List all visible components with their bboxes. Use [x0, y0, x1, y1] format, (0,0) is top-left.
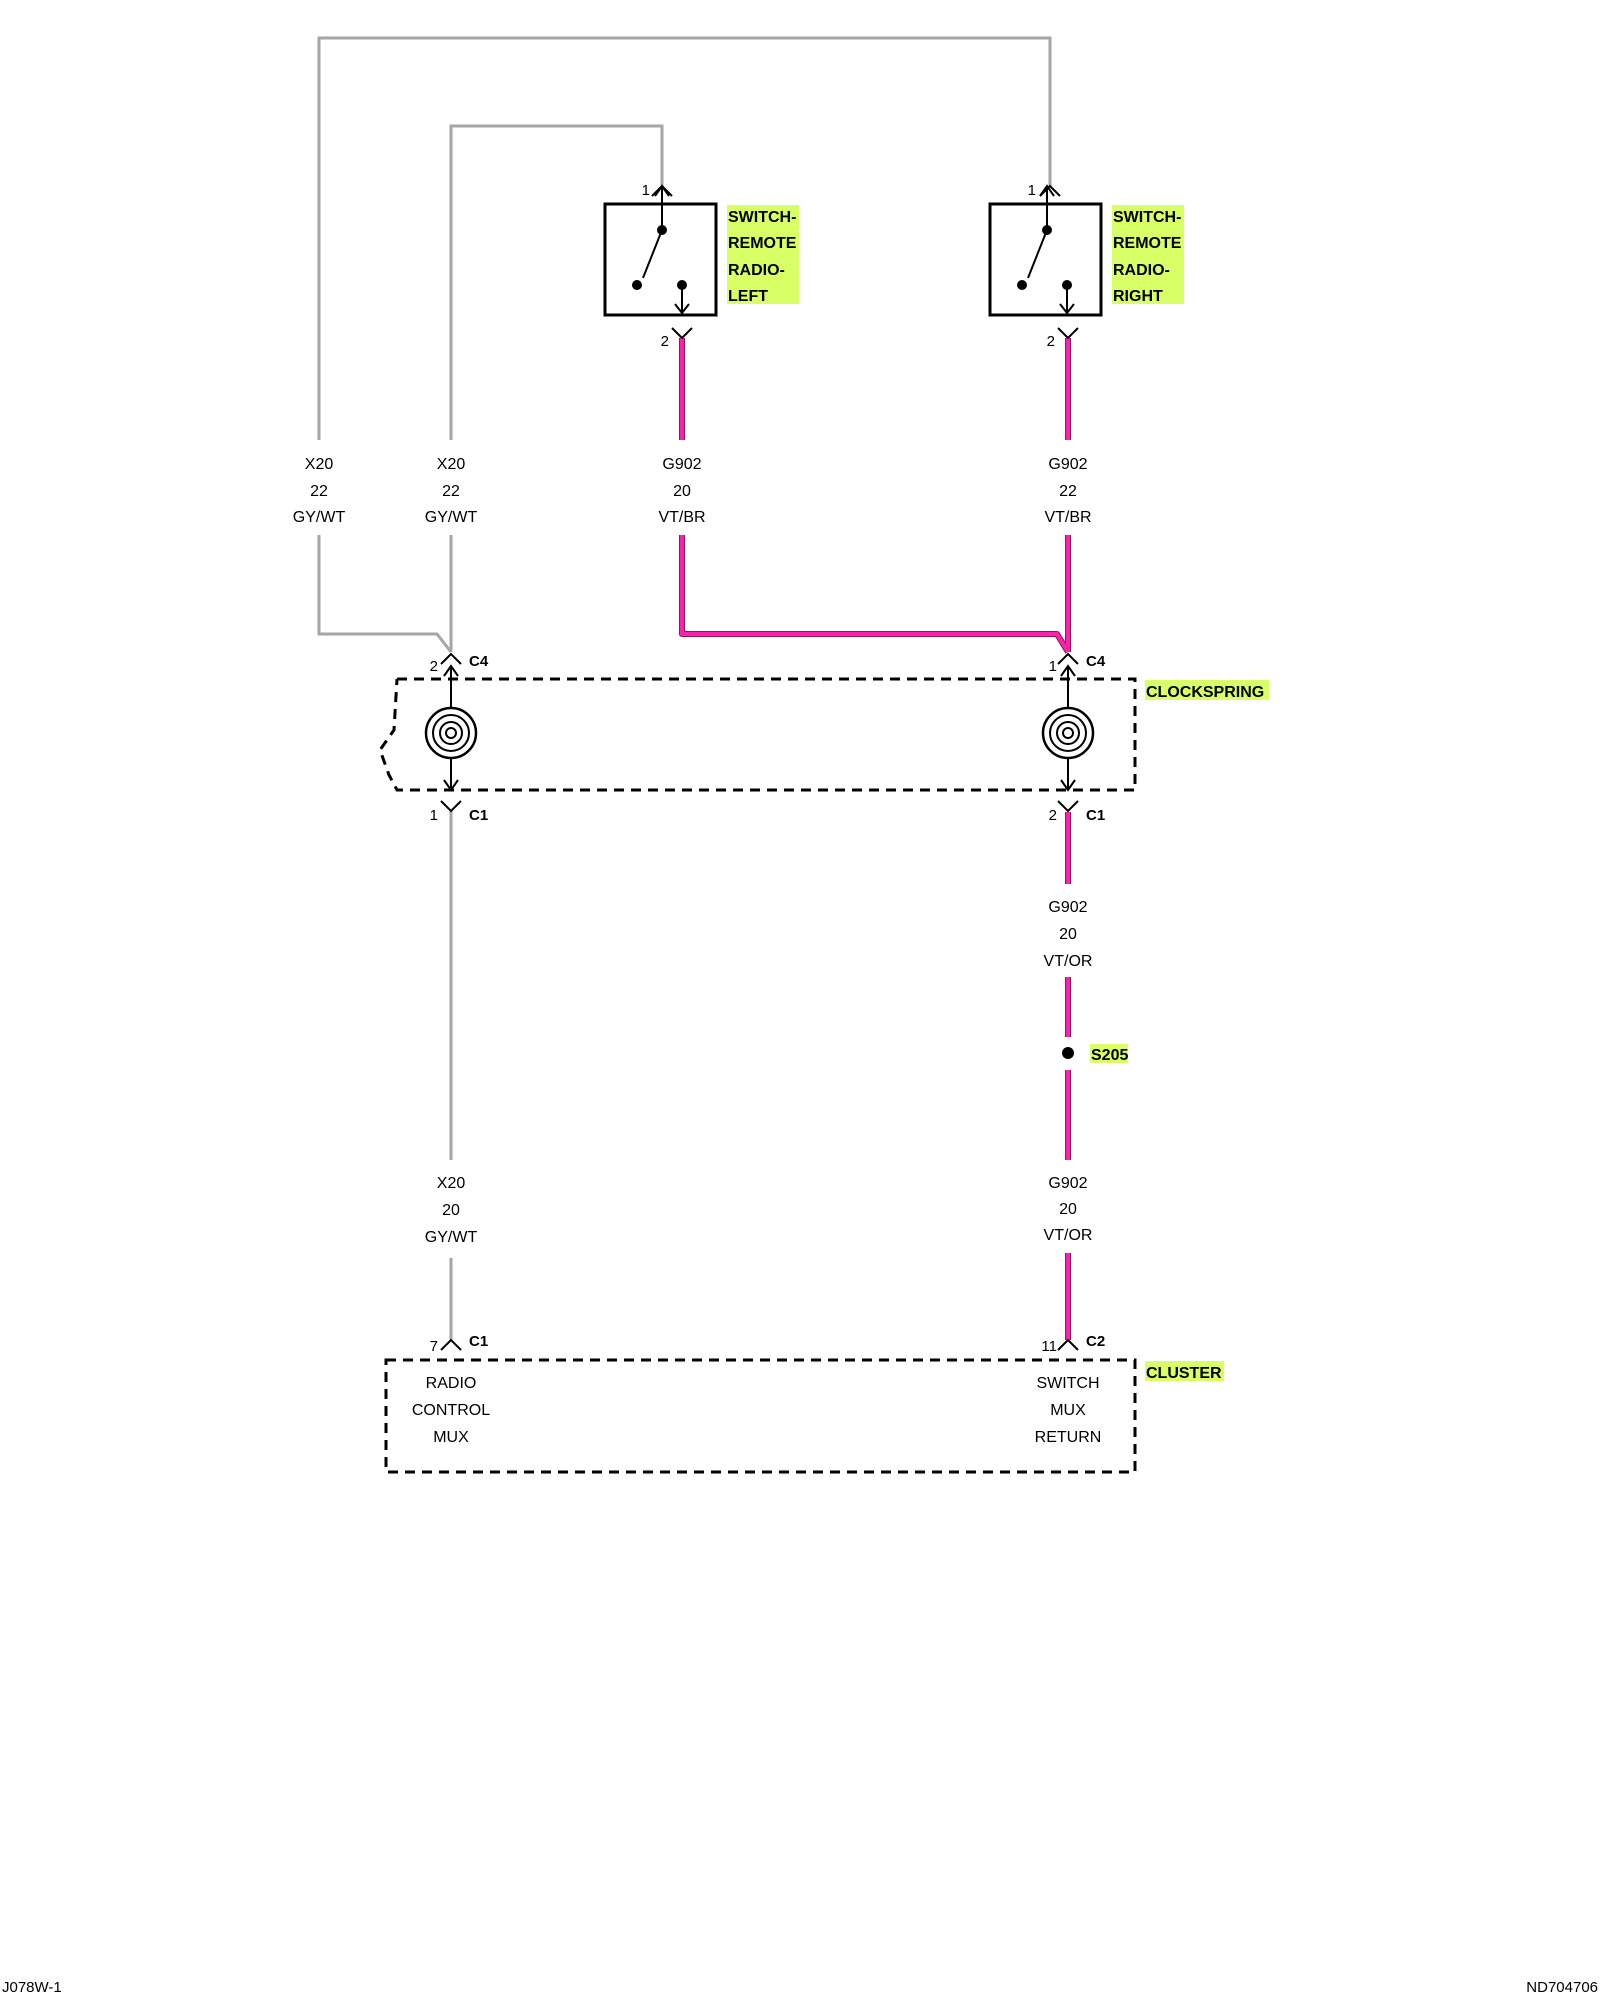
wire-label-circuit: X20 [437, 1175, 466, 1192]
cluster-right-function-line2: MUX [1050, 1402, 1086, 1419]
switch-left-label-line4: LEFT [728, 288, 768, 305]
switch-left-pin-top: 1 [642, 182, 650, 199]
wire-g902-left-lower [680, 535, 1070, 654]
clockspring-left-top-conn: C4 [469, 653, 489, 670]
switch-right-pin2-connector [1057, 327, 1079, 340]
cluster-left-conn: C1 [469, 1333, 488, 1350]
switch-left-label-line1: SWITCH- [728, 209, 796, 226]
switch-right-pin-top: 1 [1028, 182, 1036, 199]
wire-label-color: VT/BR [658, 509, 705, 526]
wire-label-color: GY/WT [425, 1229, 478, 1246]
footer-right-code: ND704706 [1526, 1979, 1598, 1996]
switch-right-label-line4: RIGHT [1113, 288, 1163, 305]
cluster-left-function-line1: RADIO [426, 1375, 477, 1392]
cluster-label: CLUSTER [1146, 1365, 1222, 1382]
wire-label-gauge: 22 [1059, 483, 1077, 500]
clockspring-label: CLOCKSPRING [1146, 684, 1264, 701]
magenta-wires [679, 338, 1071, 1340]
cluster-outline [384, 1358, 1137, 1474]
wire-label-color: VT/OR [1044, 1227, 1093, 1244]
switch-left-pin2-connector [671, 327, 693, 340]
clockspring-right-bottom-conn: C1 [1086, 807, 1105, 824]
clockspring-left-bottom-conn: C1 [469, 807, 488, 824]
splice-s205: S205 [1062, 1044, 1128, 1064]
wire-label-gauge: 20 [673, 483, 691, 500]
footer-left-code: J078W-1 [2, 1979, 62, 1996]
switch-left-label-line3: RADIO- [728, 262, 785, 279]
splice-dot [1062, 1047, 1074, 1059]
wire-x20-outer-top [317, 36, 1052, 440]
wire-label-gauge: 20 [1059, 1201, 1077, 1218]
wire-label-color: VT/OR [1044, 953, 1093, 970]
switch-left-body [603, 202, 718, 317]
clockspring-left-bottom-pin: 1 [430, 807, 438, 824]
switch-left-arrow-top [654, 184, 670, 230]
clockspring: 2 C4 1 C4 1 C1 2 C1 CLOCKSPRING [378, 652, 1269, 824]
cluster-right-function-line1: SWITCH [1036, 1375, 1099, 1392]
upper-wire-labels: X20 22 GY/WT X20 22 GY/WT G902 20 VT/BR … [293, 456, 1092, 526]
cluster-left-function-line3: MUX [433, 1429, 469, 1446]
wire-label-circuit: G902 [662, 456, 701, 473]
switch-right-label-line2: REMOTE [1113, 235, 1182, 252]
wire-label-gauge: 22 [442, 483, 460, 500]
lower-wire-labels: G902 20 VT/OR G902 20 VT/OR X20 20 GY/WT [425, 899, 1093, 1246]
switch-right-pin-bottom: 2 [1047, 333, 1055, 350]
switch-remote-radio-right: 1 2 SWITCH- REMOTE RADIO- RIGHT [988, 182, 1184, 350]
switch-left-pin-bottom: 2 [661, 333, 669, 350]
cluster-right-function-line3: RETURN [1035, 1429, 1102, 1446]
wire-label-color: VT/BR [1044, 509, 1091, 526]
clockspring-left-top-pin: 2 [430, 658, 438, 675]
splice-label: S205 [1091, 1047, 1128, 1064]
gray-wires [317, 36, 1052, 1340]
clockspring-right-coil [1041, 664, 1095, 792]
switch-remote-radio-left: 1 2 SWITCH- REMOTE RADIO- LEFT [603, 182, 799, 350]
wire-label-circuit: G902 [1048, 899, 1087, 916]
wire-label-circuit: X20 [437, 456, 466, 473]
switch-right-label-line3: RADIO- [1113, 262, 1170, 279]
cluster-left-pin: 7 [430, 1338, 438, 1355]
wire-label-gauge: 20 [442, 1202, 460, 1219]
wire-label-gauge: 20 [1059, 926, 1077, 943]
clockspring-right-top-conn: C4 [1086, 653, 1106, 670]
cluster-right-pin: 11 [1041, 1338, 1057, 1355]
wire-label-color: GY/WT [293, 509, 346, 526]
wire-label-circuit: G902 [1048, 456, 1087, 473]
wire-x20-inner-top [449, 124, 664, 440]
cluster-right-conn: C2 [1086, 1333, 1105, 1350]
switch-left-label-line2: REMOTE [728, 235, 797, 252]
wire-label-color: GY/WT [425, 509, 478, 526]
switch-right-label-line1: SWITCH- [1113, 209, 1181, 226]
wire-label-circuit: X20 [305, 456, 334, 473]
wire-label-gauge: 22 [310, 483, 328, 500]
clockspring-right-top-pin: 1 [1049, 658, 1057, 675]
wire-label-circuit: G902 [1048, 1175, 1087, 1192]
clockspring-left-coil [424, 664, 478, 792]
wire-x20-outer-lower [317, 535, 453, 653]
clockspring-outline [378, 677, 1137, 792]
cluster-left-function-line2: CONTROL [412, 1402, 490, 1419]
clockspring-right-bottom-pin: 2 [1049, 807, 1057, 824]
cluster: 7 C1 11 C2 RADIO CONTROL MUX SWITCH MUX … [384, 1333, 1224, 1474]
switch-right-body [988, 202, 1103, 317]
